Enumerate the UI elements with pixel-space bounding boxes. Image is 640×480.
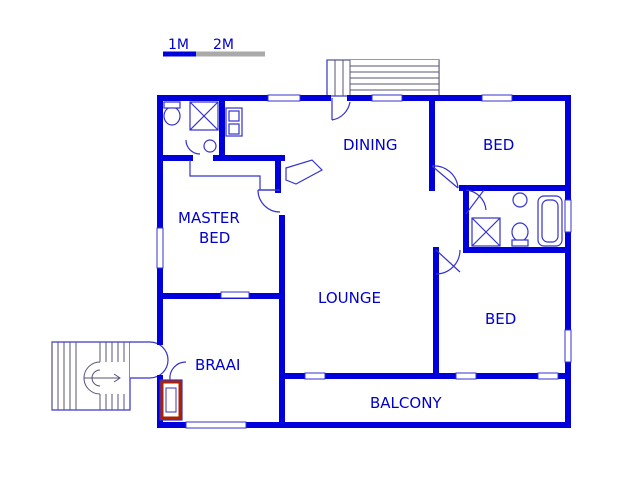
top-stairs <box>326 59 440 97</box>
window-right-1 <box>564 199 572 233</box>
room-label-bed-top: BED <box>483 136 514 154</box>
bathtub <box>537 195 563 247</box>
room-labels: DINING BED MASTER BED LOUNGE BED BRAAI B… <box>178 136 516 412</box>
left-stairs <box>51 341 169 411</box>
fixtures <box>159 101 563 421</box>
window-balcony-3 <box>537 372 559 380</box>
door-bathroom <box>465 189 485 215</box>
window-balcony-1 <box>304 372 326 380</box>
window-top-1 <box>267 94 301 102</box>
doors <box>169 98 487 381</box>
toilet-ensuite <box>163 106 181 126</box>
window-right-2 <box>564 329 572 363</box>
window-top-3 <box>481 94 513 102</box>
door-bed-top <box>431 165 459 189</box>
room-label-master-bed-line1: MASTER <box>178 209 240 227</box>
basin-bathroom <box>512 192 528 208</box>
window-bottom-1 <box>185 421 247 429</box>
kitchen-sink <box>225 107 243 137</box>
scale-label-2m: 2M <box>213 37 234 53</box>
door-braai <box>169 361 187 381</box>
window-master-inner <box>220 291 250 299</box>
door-ensuite <box>185 139 201 155</box>
room-label-bed-bottom: BED <box>485 310 516 328</box>
room-label-lounge: LOUNGE <box>318 289 381 307</box>
room-label-balcony: BALCONY <box>370 394 442 412</box>
room-label-braai: BRAAI <box>195 356 240 374</box>
room-label-master-bed-line2: BED <box>199 229 230 247</box>
scale-label-1m: 1M <box>168 37 189 53</box>
kitchen-counter <box>189 160 278 191</box>
door-bed-bottom <box>435 249 461 273</box>
scale-bar: 1M 2M <box>163 37 265 57</box>
window-balcony-2 <box>455 372 477 380</box>
windows <box>156 94 572 429</box>
room-label-dining: DINING <box>343 136 397 154</box>
counter-island <box>285 159 323 185</box>
basin-ensuite <box>203 139 217 153</box>
window-top-2 <box>371 94 403 102</box>
window-left-1 <box>156 227 164 269</box>
toilet-bathroom <box>511 222 529 242</box>
door-master <box>257 189 281 213</box>
